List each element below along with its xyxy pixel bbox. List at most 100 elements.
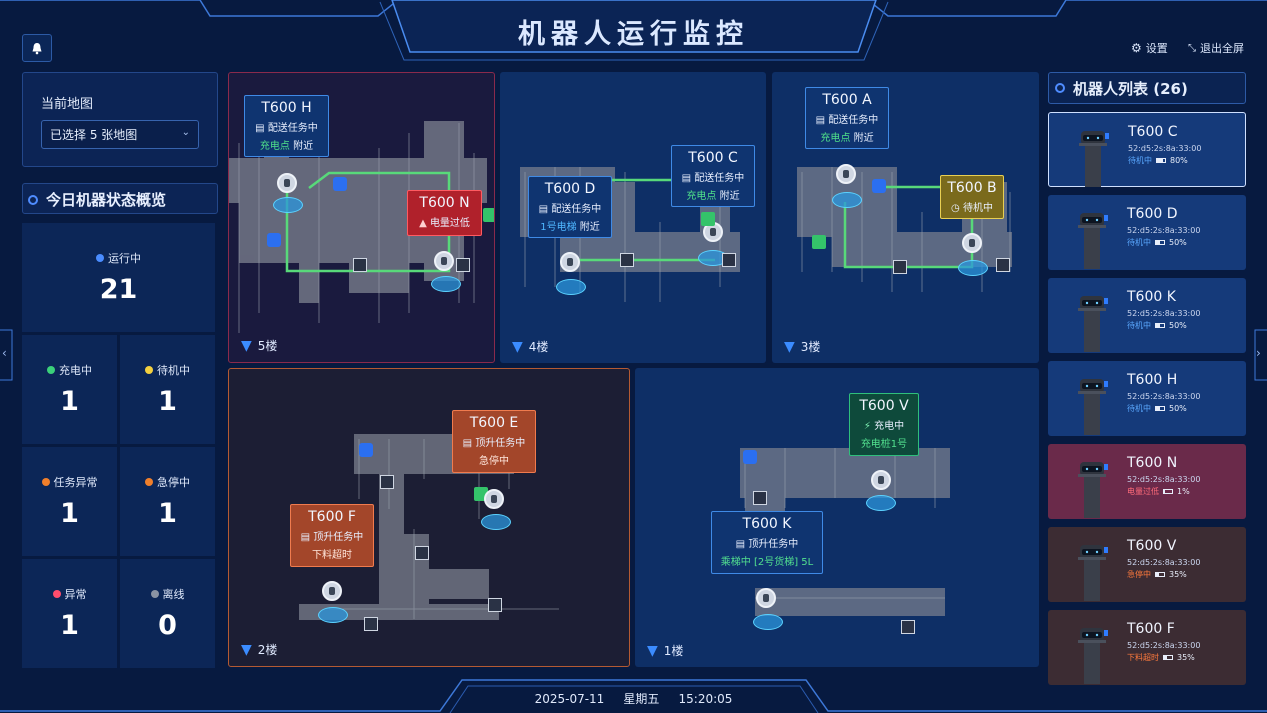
charger-icon[interactable] <box>812 235 826 249</box>
charger-icon[interactable] <box>701 212 715 226</box>
robot-marker[interactable] <box>322 581 342 601</box>
robot-card-t600-k[interactable]: T600 K ▤ 顶升任务中 乘梯中 [2号货梯] 5L <box>711 511 823 574</box>
robot-marker[interactable] <box>560 252 580 272</box>
robot-marker[interactable] <box>484 489 504 509</box>
robot-list-header: 机器人列表 (26) <box>1048 72 1246 104</box>
robot-base-icon <box>273 197 303 213</box>
datetime-bar: 2025-07-11 星期五 15:20:05 <box>0 690 1267 707</box>
robot-card-t600-v[interactable]: T600 V ⚡ 充电中 充电桩1号 <box>849 393 919 456</box>
battery-icon <box>1163 655 1173 660</box>
stat-value: 21 <box>99 274 138 305</box>
elevator-icon[interactable] <box>753 491 767 505</box>
floorplan <box>299 434 559 620</box>
elevator-icon[interactable] <box>620 253 634 267</box>
shrink-icon: ⤡ <box>1188 42 1196 54</box>
overview-header <box>22 183 218 214</box>
location-pin-icon[interactable] <box>359 443 373 457</box>
robot-marker[interactable] <box>836 164 856 184</box>
robot-marker[interactable] <box>871 470 891 490</box>
map-floor-1[interactable]: T600 V ⚡ 充电中 充电桩1号 T600 K ▤ 顶升任务中 乘梯中 [2… <box>635 368 1039 667</box>
robot-base-icon <box>958 260 988 276</box>
elevator-icon[interactable] <box>364 617 378 631</box>
elevator-icon[interactable] <box>353 258 367 272</box>
elevator-icon[interactable] <box>996 258 1010 272</box>
elevator-icon[interactable] <box>415 546 429 560</box>
task-icon: ▤ <box>300 532 314 543</box>
footer-time: 15:20:05 <box>678 692 733 706</box>
elevator-icon[interactable] <box>456 258 470 272</box>
exit-fullscreen-label: 退出全屏 <box>1200 42 1244 55</box>
elevator-icon[interactable] <box>488 598 502 612</box>
gear-icon: ⚙ <box>1131 41 1142 55</box>
battery-icon <box>1156 158 1166 163</box>
warning-icon: ▲ <box>419 218 430 229</box>
collapse-right-icon[interactable]: › <box>1256 346 1261 360</box>
robot-card-t600-b[interactable]: T600 B ◷ 待机中 <box>940 175 1004 219</box>
map-floor-2[interactable]: T600 E ▤ 顶升任务中 急停中 T600 F ▤ 顶升任务中 下料超时 ▼… <box>228 368 630 667</box>
robot-marker[interactable] <box>962 233 982 253</box>
robot-thumbnail-icon <box>1078 462 1108 518</box>
collapse-left-icon[interactable]: ‹ <box>2 346 7 360</box>
exit-fullscreen-button[interactable]: ⤡ 退出全屏 <box>1188 40 1244 56</box>
robot-card-t600-n[interactable]: T600 N ▲ 电量过低 <box>407 190 482 236</box>
chevron-down-icon: ⌄ <box>181 127 190 138</box>
status-dot-icon <box>47 366 55 374</box>
elevator-icon[interactable] <box>893 260 907 274</box>
location-pin-icon[interactable] <box>333 177 347 191</box>
charger-icon[interactable] <box>483 208 494 222</box>
robot-card-t600-c[interactable]: T600 C ▤ 配送任务中 充电点 附近 <box>671 145 755 207</box>
location-pin-icon[interactable] <box>267 233 281 247</box>
ring-icon <box>28 194 38 205</box>
elevator-icon[interactable] <box>722 253 736 267</box>
floor-logo-icon: ▼ <box>647 642 658 659</box>
task-icon: ▤ <box>255 123 268 134</box>
location-pin-icon[interactable] <box>872 179 886 193</box>
robot-card-t600-h[interactable]: T600 H ▤ 配送任务中 充电点 附近 <box>244 95 329 157</box>
bolt-icon: ⚡ <box>863 421 875 432</box>
robot-marker[interactable] <box>756 588 776 608</box>
robot-marker[interactable] <box>434 251 454 271</box>
elevator-icon[interactable] <box>901 620 915 634</box>
floorplan <box>797 167 1012 292</box>
robot-card-t600-d[interactable]: T600 D ▤ 配送任务中 1号电梯 附近 <box>528 176 612 238</box>
robot-marker[interactable] <box>277 173 297 193</box>
stat-value: 1 <box>158 386 177 417</box>
stat-value: 0 <box>158 610 177 641</box>
map-floor-5[interactable]: T600 H ▤ 配送任务中 充电点 附近 T600 N ▲ 电量过低 ▼ 5楼 <box>228 72 495 363</box>
ring-icon <box>1055 83 1065 93</box>
map-select[interactable]: 已选择 5 张地图 ⌄ <box>41 120 199 149</box>
robot-card-t600-a[interactable]: T600 A ▤ 配送任务中 充电点 附近 <box>805 87 889 149</box>
robot-thumbnail-icon <box>1078 545 1108 601</box>
stat-value: 1 <box>60 386 79 417</box>
task-icon: ▤ <box>538 204 552 215</box>
footer-date: 2025-07-11 <box>534 692 605 706</box>
battery-icon <box>1155 572 1165 577</box>
current-map-panel <box>22 72 218 167</box>
robot-base-icon <box>481 514 511 530</box>
map-floor-3[interactable]: T600 A ▤ 配送任务中 充电点 附近 T600 B ◷ 待机中 ▼ 3楼 <box>772 72 1039 363</box>
location-pin-icon[interactable] <box>743 450 757 464</box>
robot-base-icon <box>556 279 586 295</box>
robot-card-t600-e[interactable]: T600 E ▤ 顶升任务中 急停中 <box>452 410 536 473</box>
task-icon: ▤ <box>681 173 695 184</box>
clock-icon: ◷ <box>951 203 963 214</box>
notification-button[interactable] <box>22 34 52 62</box>
stat-running: 运行中 21 <box>22 223 215 332</box>
settings-button[interactable]: ⚙ 设置 <box>1131 40 1168 56</box>
elevator-icon[interactable] <box>380 475 394 489</box>
robot-base-icon <box>753 614 783 630</box>
status-dot-icon <box>145 478 153 486</box>
page-title: 机器人运行监控 <box>518 19 749 50</box>
map-floor-4[interactable]: T600 D ▤ 配送任务中 1号电梯 附近 T600 C ▤ 配送任务中 充电… <box>500 72 766 363</box>
robot-card-t600-f[interactable]: T600 F ▤ 顶升任务中 下料超时 <box>290 504 374 567</box>
